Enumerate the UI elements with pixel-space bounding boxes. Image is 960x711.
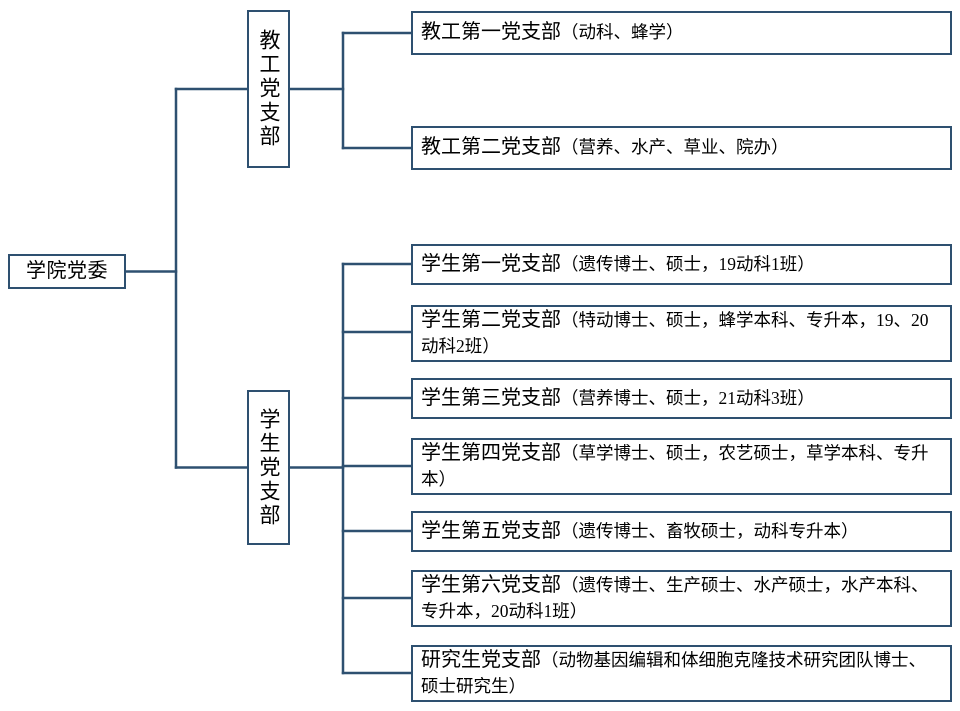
leaf-title: 教工第一党支部 — [421, 21, 561, 44]
node-staff-branch-label: 教工党支部 — [257, 29, 281, 149]
node-student-branch-5-label: 学生第五党支部（遗传博士、畜牧硕士，动科专升本） — [421, 519, 942, 545]
node-student-branch-2[interactable]: 学生第二党支部（特动博士、硕士，蜂学本科、专升本，19、20动科2班） — [411, 305, 952, 362]
leaf-title: 学生第六党支部 — [421, 573, 561, 596]
node-staff-branch-1-label: 教工第一党支部（动科、蜂学） — [421, 20, 942, 46]
node-staff-branch-2[interactable]: 教工第二党支部（营养、水产、草业、院办） — [411, 126, 952, 170]
leaf-detail: （遗传博士、畜牧硕士，动科专升本） — [561, 520, 859, 541]
leaf-title: 学生第四党支部 — [421, 441, 561, 464]
leaf-title: 学生第五党支部 — [421, 519, 561, 542]
node-graduate-branch-label: 研究生党支部（动物基因编辑和体细胞克隆技术研究团队博士、硕士研究生） — [421, 648, 942, 699]
node-student-branch-1-label: 学生第一党支部（遗传博士、硕士，19动科1班） — [421, 252, 942, 278]
leaf-title: 学生第三党支部 — [421, 386, 561, 409]
node-student-branch-label: 学生党支部 — [257, 407, 281, 528]
node-student-branch-6-label: 学生第六党支部（遗传博士、生产硕士、水产硕士，水产本科、专升本，20动科1班） — [421, 573, 942, 624]
node-student-branch-2-label: 学生第二党支部（特动博士、硕士，蜂学本科、专升本，19、20动科2班） — [421, 308, 942, 359]
leaf-detail: （特动博士、硕士，蜂学本科、专升本，19、20动科2班） — [421, 309, 929, 356]
node-student-branch-1[interactable]: 学生第一党支部（遗传博士、硕士，19动科1班） — [411, 244, 952, 285]
leaf-detail: （遗传博士、生产硕士、水产硕士，水产本科、专升本，20动科1班） — [421, 574, 929, 621]
node-student-branch-4[interactable]: 学生第四党支部（草学博士、硕士，农艺硕士，草学本科、专升本） — [411, 438, 952, 495]
node-staff-branch[interactable]: 教工党支部 — [247, 10, 290, 168]
node-staff-branch-1[interactable]: 教工第一党支部（动科、蜂学） — [411, 11, 952, 55]
node-student-branch[interactable]: 学生党支部 — [247, 390, 290, 545]
leaf-detail: （营养博士、硕士，21动科3班） — [561, 387, 815, 408]
node-graduate-branch[interactable]: 研究生党支部（动物基因编辑和体细胞克隆技术研究团队博士、硕士研究生） — [411, 645, 952, 702]
node-student-branch-4-label: 学生第四党支部（草学博士、硕士，农艺硕士，草学本科、专升本） — [421, 441, 942, 492]
leaf-title: 学生第二党支部 — [421, 308, 561, 331]
leaf-detail: （营养、水产、草业、院办） — [561, 137, 789, 158]
leaf-title: 研究生党支部 — [421, 648, 541, 671]
leaf-title: 学生第一党支部 — [421, 252, 561, 275]
leaf-detail: （遗传博士、硕士，19动科1班） — [561, 253, 815, 274]
leaf-detail: （动物基因编辑和体细胞克隆技术研究团队博士、硕士研究生） — [421, 649, 926, 696]
leaf-detail: （草学博士、硕士，农艺硕士，草学本科、专升本） — [421, 442, 929, 489]
leaf-detail: （动科、蜂学） — [561, 22, 684, 43]
node-root-label: 学院党委 — [26, 259, 108, 282]
node-staff-branch-2-label: 教工第二党支部（营养、水产、草业、院办） — [421, 135, 942, 161]
leaf-title: 教工第二党支部 — [421, 136, 561, 159]
node-student-branch-3-label: 学生第三党支部（营养博士、硕士，21动科3班） — [421, 386, 942, 412]
node-student-branch-3[interactable]: 学生第三党支部（营养博士、硕士，21动科3班） — [411, 378, 952, 419]
node-student-branch-5[interactable]: 学生第五党支部（遗传博士、畜牧硕士，动科专升本） — [411, 511, 952, 552]
node-root[interactable]: 学院党委 — [8, 254, 126, 289]
node-student-branch-6[interactable]: 学生第六党支部（遗传博士、生产硕士、水产硕士，水产本科、专升本，20动科1班） — [411, 570, 952, 627]
